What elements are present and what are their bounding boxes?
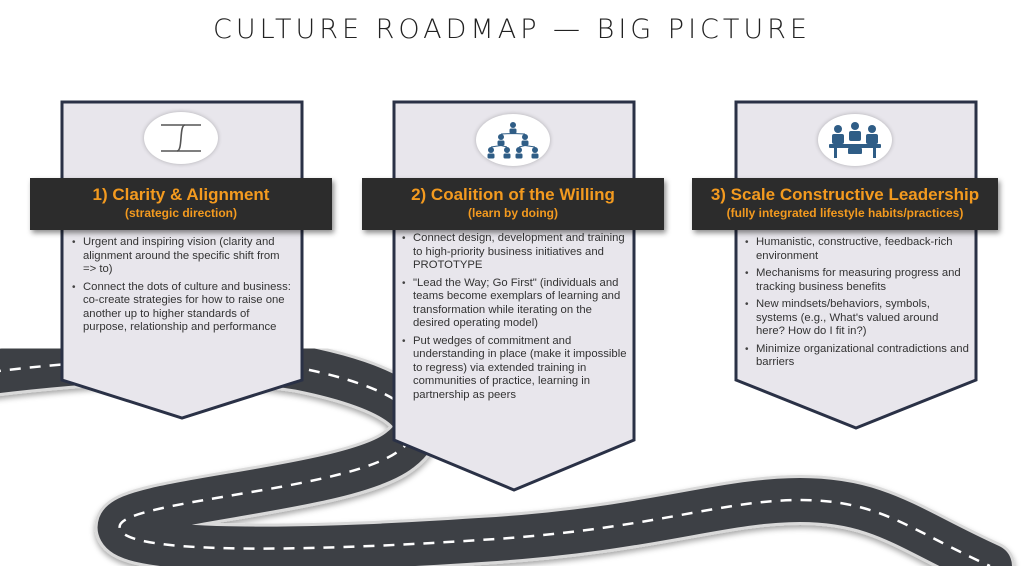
card-1-subheading: (strategic direction) <box>124 206 238 220</box>
card-2-subheading: (learn by doing) <box>468 206 558 220</box>
list-item: "Lead the Way; Go First" (individuals an… <box>400 277 628 331</box>
card-2-heading: 2) Coalition of the Willing <box>411 185 615 204</box>
page-title: CULTURE ROADMAP — BIG PICTURE <box>213 14 811 45</box>
card-2-bullets: Connect design, development and training… <box>400 232 628 406</box>
icon-badge-3 <box>818 114 892 166</box>
list-item: Put wedges of commitment and understandi… <box>400 335 628 403</box>
card-2-banner: 2) Coalition of the Willing (learn by do… <box>362 178 664 230</box>
list-item: Mechanisms for measuring progress and tr… <box>743 267 969 294</box>
list-item: Urgent and inspiring vision (clarity and… <box>70 236 292 277</box>
icon-badge-1 <box>144 112 218 164</box>
card-1-banner: 1) Clarity & Alignment (strategic direct… <box>30 178 332 230</box>
card-3-heading: 3) Scale Constructive Leadership <box>710 185 980 204</box>
card-3-bullets: Humanistic, constructive, feedback-rich … <box>743 236 969 374</box>
icon-badge-2 <box>476 114 550 166</box>
card-1-heading: 1) Clarity & Alignment <box>92 185 270 204</box>
list-item: Humanistic, constructive, feedback-rich … <box>743 236 969 263</box>
list-item: Minimize organizational contradictions a… <box>743 343 969 370</box>
list-item: Connect the dots of culture and business… <box>70 281 292 335</box>
card-3-subheading: (fully integrated lifestyle habits/pract… <box>726 206 964 220</box>
card-1-bullets: Urgent and inspiring vision (clarity and… <box>70 236 292 339</box>
card-3-banner: 3) Scale Constructive Leadership (fully … <box>692 178 998 230</box>
list-item: New mindsets/behaviors, symbols, systems… <box>743 298 969 339</box>
meeting-icon <box>829 122 881 158</box>
list-item: Connect design, development and training… <box>400 232 628 273</box>
curve-icon <box>161 124 201 152</box>
people-network-icon <box>487 122 539 159</box>
